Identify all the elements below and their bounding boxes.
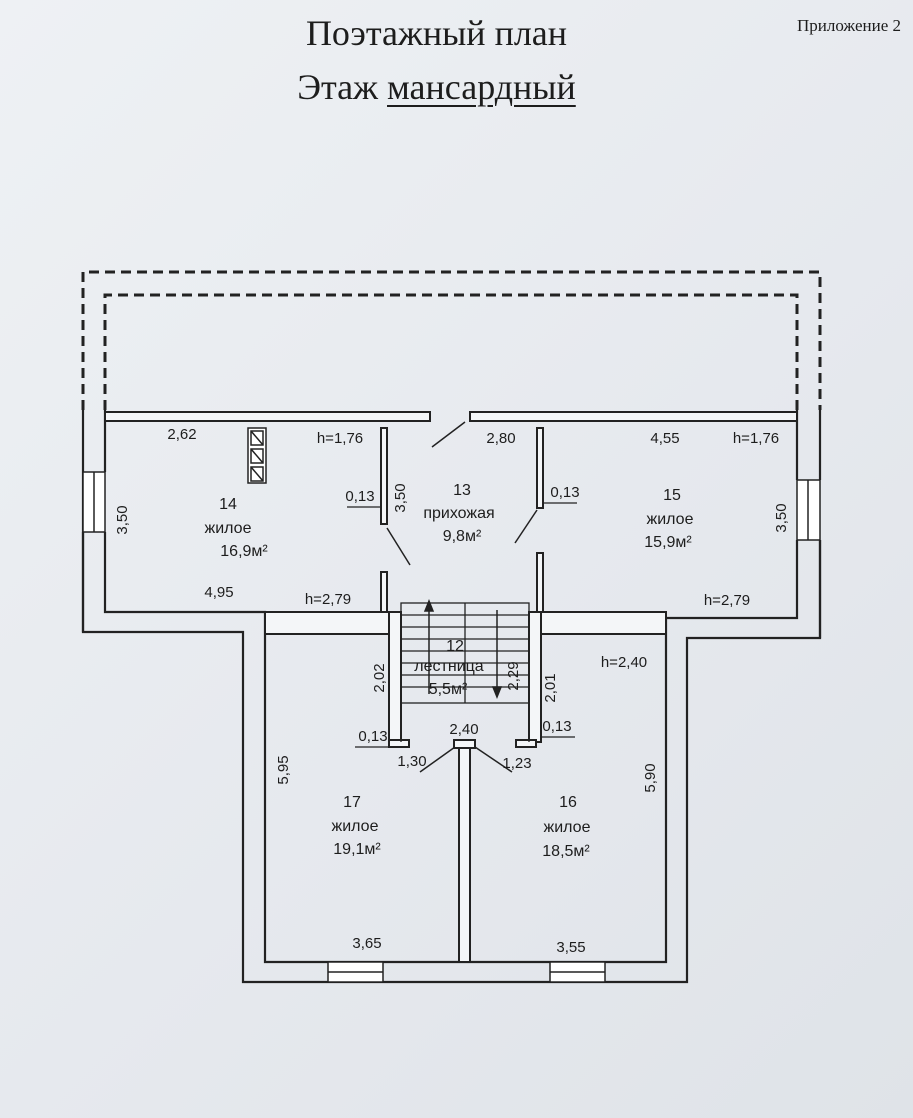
dim-label: 2,02	[371, 663, 388, 692]
dim-label: 4,55	[650, 430, 679, 447]
chimney-icon	[247, 427, 267, 484]
room-15-area: 15,9м²	[644, 534, 692, 551]
room-12-type: лестница	[414, 658, 484, 675]
dim-label: h=2,79	[305, 591, 351, 608]
room-16-area: 18,5м²	[542, 843, 590, 860]
stair-arrow-down-icon	[491, 610, 503, 700]
dim-label: 3,50	[114, 505, 131, 534]
dim-label: 2,29	[505, 661, 522, 690]
room-14-type: жилое	[205, 520, 252, 537]
room-14-area: 16,9м²	[220, 543, 268, 560]
floor-title: Этаж мансардный	[0, 66, 873, 108]
stair-arrow-up-icon	[423, 598, 435, 694]
staircase	[400, 602, 530, 742]
dim-label: 0,13	[345, 488, 374, 505]
dim-label: h=1,76	[317, 430, 363, 447]
room-13-area: 9,8м²	[443, 528, 482, 545]
room-17-number: 17	[343, 794, 361, 811]
dim-label: 1,23	[502, 755, 531, 772]
dim-label: 2,01	[542, 673, 559, 702]
dim-label: h=1,76	[733, 430, 779, 447]
knee-wall	[104, 411, 798, 422]
dim-label: 4,95	[204, 584, 233, 601]
room-17-area: 19,1м²	[333, 841, 381, 858]
room-14-number: 14	[219, 496, 237, 513]
floor-prefix: Этаж	[297, 67, 379, 107]
window-left	[82, 471, 106, 533]
dim-label: 0,13	[358, 728, 387, 745]
partition-walls	[264, 427, 667, 963]
room-13-number: 13	[453, 482, 471, 499]
dim-label: 2,80	[486, 430, 515, 447]
window-right	[796, 479, 821, 541]
window-bottom-left	[327, 961, 384, 983]
room-15-number: 15	[663, 487, 681, 504]
dim-label: 3,50	[392, 483, 409, 512]
attic-outline	[81, 270, 822, 410]
plan-title: Поэтажный план	[305, 13, 568, 53]
dim-label: 2,40	[449, 721, 478, 738]
dim-label: 3,65	[352, 935, 381, 952]
dim-label: 0,13	[542, 718, 571, 735]
floor-name: мансардный	[387, 67, 576, 107]
dim-label: 5,95	[275, 755, 292, 784]
dim-label: 3,50	[773, 503, 790, 532]
dim-label: h=2,79	[704, 592, 750, 609]
dim-label: 5,90	[642, 763, 659, 792]
room-16-type: жилое	[544, 819, 591, 836]
room-13-type: прихожая	[423, 505, 494, 522]
dim-label: 2,62	[167, 426, 196, 443]
dim-label: 3,55	[556, 939, 585, 956]
dim-label: 1,30	[397, 753, 426, 770]
room-15-type: жилое	[647, 511, 694, 528]
door-swings	[386, 421, 538, 773]
dim-label: 0,13	[550, 484, 579, 501]
dim-label: h=2,40	[601, 654, 647, 671]
window-bottom-right	[549, 961, 606, 983]
room-17-type: жилое	[332, 818, 379, 835]
room-12-area: 5,5м²	[429, 681, 468, 698]
appendix-label: Приложение 2	[797, 16, 901, 35]
dim-leaders	[347, 502, 577, 748]
room-16-number: 16	[559, 794, 577, 811]
room-12-number: 12	[446, 638, 464, 655]
